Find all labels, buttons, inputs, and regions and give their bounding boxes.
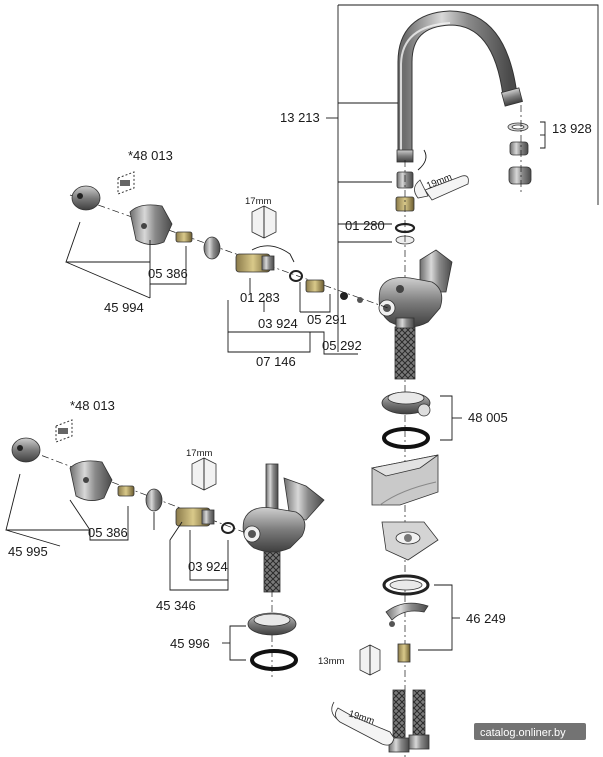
cartridge-upper (235, 245, 363, 303)
mounting-set-46249: 46 249 (382, 574, 506, 663)
handle-cap-lower: *48 013 (55, 398, 115, 443)
lower-right-leaders: 03 924 45 346 (156, 521, 229, 613)
wrench-19mm-bottom: 19mm (331, 701, 395, 746)
countertop-section (370, 454, 439, 506)
tool-17mm-lower: 17mm (186, 448, 212, 459)
handle-lower (11, 437, 113, 501)
tool-13mm: 13mm (318, 656, 344, 667)
watermark-text: catalog.onliner.by (480, 727, 566, 739)
tool-17mm-upper-group: 17mm (245, 196, 277, 239)
label-48013-lower: *48 013 (70, 398, 115, 413)
axis-lower (13, 444, 271, 543)
label-45995: 45 995 (8, 544, 48, 559)
label-45994: 45 994 (104, 300, 144, 315)
label-13928: 13 928 (552, 121, 592, 136)
valve-body-upper (378, 249, 453, 380)
axis-upper (69, 194, 389, 309)
label-01283: 01 283 (240, 290, 280, 305)
tool-17mm-lower-group: 17mm (186, 448, 217, 491)
handle-upper (71, 185, 173, 245)
aerator-group: 13 928 (507, 105, 592, 195)
cartridge-lower (175, 507, 235, 534)
handle-cap-upper: *48 013 (117, 148, 173, 195)
label-05386-lower: 05 386 (88, 525, 128, 540)
upper-left-leaders: 05 386 45 994 (65, 221, 188, 315)
label-05386-upper: 05 386 (148, 266, 188, 281)
screw-upper (175, 231, 221, 260)
label-01280: 01 280 (345, 218, 385, 233)
label-46249: 46 249 (466, 611, 506, 626)
lower-left-leaders: 05 386 45 995 (5, 473, 155, 559)
label-03924-upper: 03 924 (258, 316, 298, 331)
label-48005: 48 005 (468, 410, 508, 425)
wrench-19mm-top: 19mm (414, 149, 469, 201)
label-03924-lower: 03 924 (188, 559, 228, 574)
label-05292: 05 292 (322, 338, 362, 353)
label-13213: 13 213 (280, 110, 320, 125)
label-45346: 45 346 (156, 598, 196, 613)
tool-13mm-group: 13mm (318, 644, 381, 676)
label-48013-upper: *48 013 (128, 148, 173, 163)
spout (396, 10, 523, 163)
ring-set-01280: 01 280 (338, 171, 416, 245)
valve-body-lower (242, 463, 325, 680)
screw-lower (117, 485, 163, 512)
upper-right-leaders: 01 283 03 924 05 291 05 292 07 146 (227, 278, 362, 369)
spout-box (337, 4, 599, 352)
base-ring-48005: 48 005 (381, 391, 508, 449)
tool-17mm-upper: 17mm (245, 196, 271, 207)
spout-label-group: 13 213 (280, 102, 398, 125)
mounting-plate (381, 521, 439, 561)
watermark: catalog.onliner.by (474, 723, 586, 740)
escutcheon-lower: 45 996 (170, 612, 298, 671)
supply-hoses (388, 689, 430, 753)
label-45996: 45 996 (170, 636, 210, 651)
label-07146: 07 146 (256, 354, 296, 369)
label-05291: 05 291 (307, 312, 347, 327)
